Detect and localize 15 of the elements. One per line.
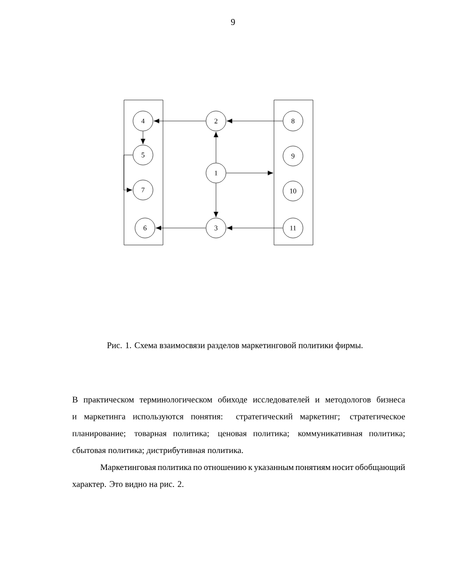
arrow <box>226 170 274 176</box>
paragraph: В практическом терминологическом обиходе исследователей и методологов бизнеса и маркетинга используются понятия: стратегический маркетинг; стратегическое планирование; товарная политика; ценовая политика; коммуникативная политика; сбытовая политика; дистрибутивная политика. <box>72 396 406 455</box>
arrow <box>154 118 206 124</box>
arrow <box>156 226 206 230</box>
caption: Рис. 1. Схема взаимосвязи разделов маркетинговой политики фирмы. <box>107 342 363 350</box>
group-box <box>124 100 164 246</box>
group-box <box>274 100 314 246</box>
arrow <box>214 132 218 163</box>
arrow <box>226 118 283 124</box>
arrow <box>214 183 218 218</box>
arrow <box>124 154 133 192</box>
page-number: 9 <box>231 18 235 26</box>
arrow <box>226 226 283 230</box>
arrow <box>140 131 146 144</box>
paragraph: Маркетинговая политика по отношению к указанным понятиям носит обобщающий характер. Это видно на рис. 2. <box>72 464 405 489</box>
